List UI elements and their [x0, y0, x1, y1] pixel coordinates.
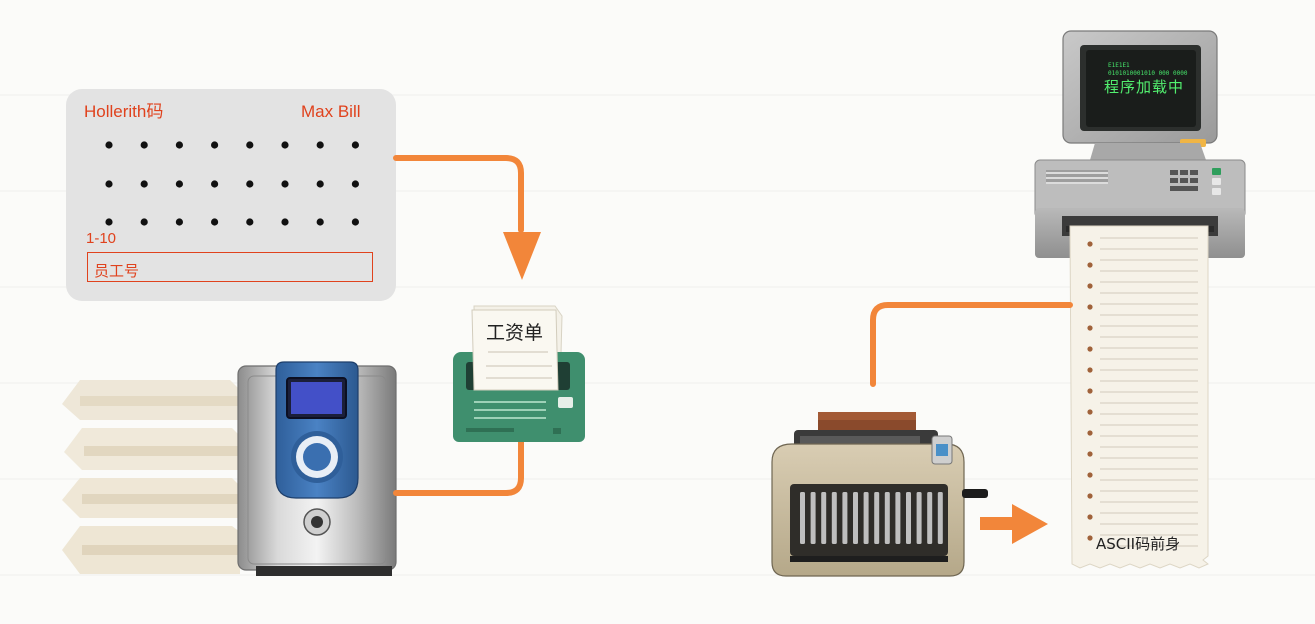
tape-hole — [1087, 304, 1093, 310]
tape-hole — [1087, 514, 1093, 520]
punch-hole — [351, 141, 359, 149]
punch-slot — [863, 492, 869, 544]
terminal — [1034, 30, 1246, 258]
punch-holes — [105, 141, 359, 226]
tape-hole — [1087, 262, 1093, 268]
punch-hole — [316, 141, 324, 149]
tabulating-machine — [237, 361, 397, 576]
punch-hole — [281, 218, 289, 226]
tape-sprocket-holes — [1087, 241, 1093, 541]
tape-hole — [1087, 367, 1093, 373]
connector-card-to-printer — [393, 155, 524, 233]
card-punch-machine — [771, 412, 988, 577]
punch-slot — [906, 492, 911, 544]
punch-hole — [211, 218, 219, 226]
punch-slot — [916, 492, 922, 544]
punch-card-author: Max Bill — [301, 102, 361, 121]
payslip-label: 工资单 — [486, 322, 544, 344]
tape-hole — [1087, 535, 1093, 541]
tape-label: ASCII码前身 — [1096, 535, 1181, 553]
punch-hole — [175, 180, 183, 188]
screen-line: E1E1E1 — [1108, 62, 1130, 69]
paper-tape — [1069, 225, 1209, 569]
tape-hole — [1087, 346, 1093, 352]
punch-hole — [281, 180, 289, 188]
tape-hole — [1087, 430, 1093, 436]
punch-slot — [895, 492, 901, 544]
punch-slot — [937, 492, 943, 544]
punch-slot — [821, 492, 827, 544]
punch-hole — [211, 180, 219, 188]
employee-id-field: 员工号 — [87, 252, 373, 282]
punch-slot — [842, 492, 848, 544]
tape-sheet — [1069, 225, 1209, 569]
punch-hole — [316, 218, 324, 226]
punch-hole — [140, 218, 148, 226]
punch-slot — [927, 492, 933, 544]
tape-hole — [1087, 409, 1093, 415]
punch-slot — [853, 492, 858, 544]
card-stack — [62, 380, 240, 574]
punch-hole — [351, 218, 359, 226]
punch-hole — [175, 218, 183, 226]
punch-slot — [884, 492, 890, 544]
tape-hole — [1087, 451, 1093, 457]
tape-hole — [1087, 493, 1093, 499]
employee-id-label: 员工号 — [94, 262, 140, 280]
punch-slot — [874, 492, 880, 544]
tape-hole — [1087, 283, 1093, 289]
punch-hole — [316, 180, 324, 188]
punch-hole — [140, 141, 148, 149]
tape-hole — [1087, 472, 1093, 478]
punch-hole — [211, 141, 219, 149]
tape-hole — [1087, 325, 1093, 331]
punch-hole — [246, 141, 254, 149]
screen-code-lines: E1E1E1 0101010001010 000 0000 — [1108, 62, 1187, 78]
green-printer — [453, 305, 585, 442]
tape-rulings — [1100, 237, 1198, 547]
punch-slot — [831, 492, 837, 544]
screen-line: 0101010001010 000 0000 — [1108, 70, 1188, 78]
punch-hole — [246, 180, 254, 188]
arrow-down-icon — [503, 232, 541, 280]
punch-card — [66, 89, 396, 301]
punch-card-title: Hollerith码 — [84, 102, 164, 121]
screen-loading-text: 程序加载中 — [1104, 78, 1185, 96]
connector-punch-to-tape — [870, 302, 1073, 387]
arrow-right-icon — [980, 504, 1048, 544]
punch-hole — [175, 141, 183, 149]
punch-hole — [105, 218, 113, 226]
punch-hole — [246, 218, 254, 226]
tape-hole — [1087, 388, 1093, 394]
punch-hole — [281, 141, 289, 149]
connector-machine-to-printer — [393, 437, 524, 496]
punch-slot — [810, 492, 816, 544]
punch-hole — [105, 141, 113, 149]
punch-card-range: 1-10 — [86, 230, 117, 247]
punch-hole — [351, 180, 359, 188]
tape-hole — [1087, 241, 1093, 247]
punch-hole — [105, 180, 113, 188]
punch-slot — [800, 492, 805, 544]
punch-hole — [140, 180, 148, 188]
